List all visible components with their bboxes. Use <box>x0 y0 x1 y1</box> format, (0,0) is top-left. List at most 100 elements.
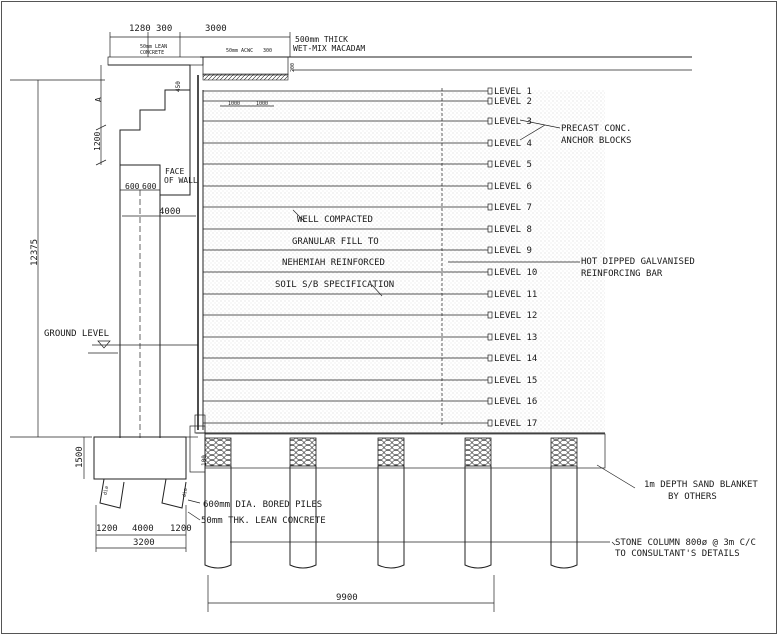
dim-300b: 300 <box>263 48 272 54</box>
dim-100: 100 <box>201 455 208 466</box>
dim-12375: 12375 <box>30 239 40 266</box>
fill-note-1: WELL COMPACTED <box>297 215 373 225</box>
dim-9900: 9900 <box>336 593 358 603</box>
wetmix-label-1: 500mm THICK <box>295 35 348 44</box>
stone-column-shaft <box>464 466 492 569</box>
stone-column-head <box>289 437 317 467</box>
level-label: LEVEL 14 <box>494 354 537 364</box>
level-label: LEVEL 16 <box>494 397 537 407</box>
lean-concrete-cap <box>107 56 204 66</box>
level-label: LEVEL 9 <box>494 246 532 256</box>
stone-column-head <box>377 437 405 467</box>
level-label: LEVEL 1 <box>494 87 532 97</box>
level-label: LEVEL 6 <box>494 182 532 192</box>
precast-leader <box>519 119 561 141</box>
lean-concrete-leader <box>187 511 201 521</box>
reinforced-fill-zone <box>203 90 605 433</box>
anchor-block <box>487 97 493 105</box>
pile-tag-left: dia <box>103 486 110 496</box>
stone-column-shaft <box>289 466 317 569</box>
sand-blanket-label-2: BY OTHERS <box>668 492 717 502</box>
dim-tick-2 <box>95 159 107 166</box>
dim-600b: 600 <box>142 182 157 191</box>
sand-blanket-leader <box>596 464 636 489</box>
dim-3000: 3000 <box>205 24 227 34</box>
stone-column-label-1: STONE COLUMN 800ø @ 3m C/C <box>615 538 756 548</box>
fill-note-4: SOIL S/B SPECIFICATION <box>275 280 394 290</box>
dim-1280: 1280 <box>129 24 151 34</box>
dim-1200b: 1200 <box>96 524 118 534</box>
hot-dipped-label-1: HOT DIPPED GALVANISED <box>581 257 695 267</box>
dim-1200c: 1200 <box>170 524 192 534</box>
anchor-block <box>487 182 493 190</box>
lean-concrete-top-2: CONCRETE <box>140 50 164 56</box>
level-label: LEVEL 8 <box>494 225 532 235</box>
dim-300: 300 <box>156 24 172 34</box>
pile-tag-right: dia <box>182 488 189 498</box>
dim-1500: 1500 <box>75 446 85 468</box>
dim-1200a: 1200 <box>93 132 102 151</box>
anchor-block <box>487 354 493 362</box>
level-label: LEVEL 4 <box>494 139 532 149</box>
anchor-block <box>487 333 493 341</box>
level-label: LEVEL 5 <box>494 160 532 170</box>
anchor-block <box>487 139 493 147</box>
anchor-block <box>487 419 493 427</box>
dim-200: 200 <box>290 63 296 72</box>
acwc-label: 50mm ACWC <box>226 48 253 54</box>
bored-pile-leader <box>187 499 201 504</box>
stone-column-label-2: TO CONSULTANT'S DETAILS <box>615 549 740 559</box>
anchor-block <box>487 225 493 233</box>
anchor-block <box>487 376 493 384</box>
bored-pile-right <box>161 478 187 509</box>
sand-blanket <box>204 433 606 469</box>
anchor-block <box>487 397 493 405</box>
wetmix-macadam-layer <box>202 56 289 76</box>
dim-1000a: 1000 <box>228 101 240 107</box>
level-label: LEVEL 7 <box>494 203 532 213</box>
dim-600a: 600 <box>125 182 140 191</box>
wall-stem <box>119 165 161 438</box>
hot-dipped-label-2: REINFORCING BAR <box>581 269 663 279</box>
stone-columns <box>204 437 578 569</box>
face-of-wall-2: OF WALL <box>164 176 198 185</box>
dim-450: 450 <box>175 81 182 92</box>
dim-4000a: 4000 <box>159 207 181 217</box>
stone-column-head <box>464 437 492 467</box>
precast-label-1: PRECAST CONC. <box>561 124 631 134</box>
anchor-block <box>487 246 493 254</box>
sand-blanket-label-1: 1m DEPTH SAND BLANKET <box>644 480 758 490</box>
precast-label-2: ANCHOR BLOCKS <box>561 136 631 146</box>
stone-column-shaft <box>204 466 232 569</box>
lean-concrete-top-1: 50mm LEAN <box>140 44 167 50</box>
dim-tick-1 <box>95 124 107 131</box>
anchor-block <box>487 203 493 211</box>
stone-column-head <box>550 437 578 467</box>
lean-concrete-bottom-label: 50mm THK. LEAN CONCRETE <box>201 516 326 526</box>
level-label: LEVEL 11 <box>494 290 537 300</box>
anchor-block <box>487 268 493 276</box>
fill-note-arrows <box>292 209 383 297</box>
dim-1000b: 1000 <box>256 101 268 107</box>
dim-a: A <box>94 97 103 102</box>
acwc-layer <box>202 73 289 81</box>
anchor-block <box>487 160 493 168</box>
stone-column-shaft <box>550 466 578 569</box>
ground-level-marker <box>97 340 111 349</box>
dim-3200: 3200 <box>133 538 155 548</box>
fill-note-2: GRANULAR FILL TO <box>292 237 379 247</box>
stone-column-shaft <box>377 466 405 569</box>
fill-note-3: NEHEMIAH REINFORCED <box>282 258 385 268</box>
level-label: LEVEL 13 <box>494 333 537 343</box>
dim-4000b: 4000 <box>132 524 154 534</box>
stone-column-head <box>204 437 232 467</box>
stone-column-leader <box>611 541 616 546</box>
anchor-block <box>487 311 493 319</box>
level-label: LEVEL 12 <box>494 311 537 321</box>
anchor-block <box>487 87 493 95</box>
level-label: LEVEL 17 <box>494 419 537 429</box>
wetmix-label-2: WET-MIX MACADAM <box>293 44 365 53</box>
